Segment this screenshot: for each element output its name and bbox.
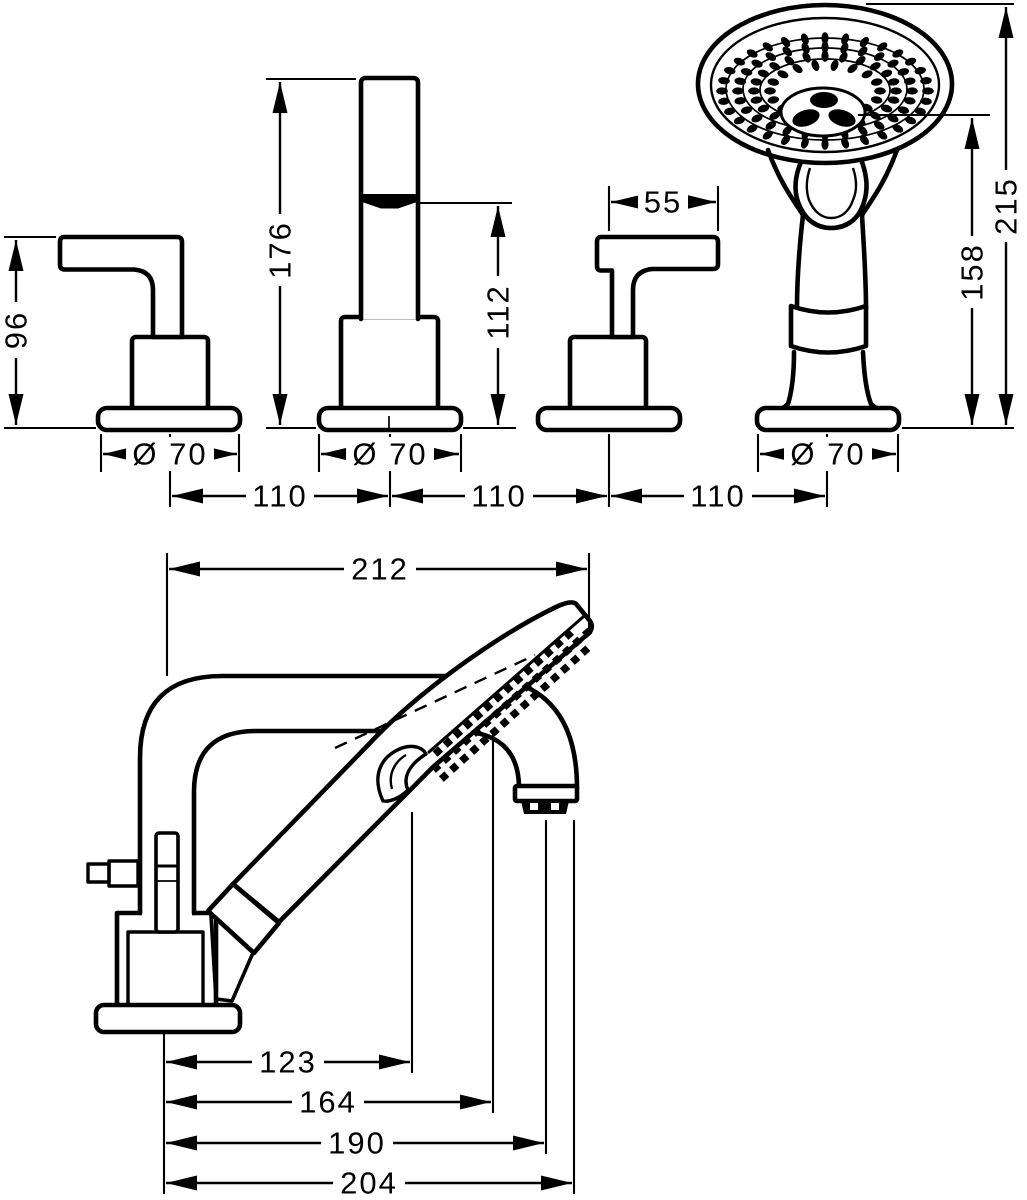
dim-label-dia70-2: Ø 70 [346, 437, 434, 472]
dim-label-190: 190 [321, 1126, 393, 1161]
front-left-handle [57, 234, 243, 433]
shower-neck-right [859, 147, 900, 218]
shower-jet-right [828, 109, 856, 127]
shower-jet-top [810, 92, 838, 108]
left-handle-escutcheon [95, 405, 243, 433]
svg-text:110: 110 [252, 479, 307, 514]
left-handle-lever [57, 234, 185, 340]
side-dimensions: 212 123 164 190 204 [162, 552, 591, 1200]
spout-outlet-band [362, 194, 417, 209]
svg-text:215: 215 [989, 177, 1024, 235]
right-handle-body [567, 334, 649, 412]
shower-neck-window-outer [793, 159, 869, 231]
dim-label-123: 123 [252, 1045, 324, 1080]
side-shower-faceplate [427, 615, 585, 754]
shower-lower-left [768, 349, 797, 415]
dim-label-dia70-1: Ø 70 [126, 437, 214, 472]
outlet-collar [512, 783, 580, 804]
shower-grip-right [859, 212, 869, 311]
svg-text:164: 164 [299, 1085, 357, 1120]
side-shower-nozzles [430, 627, 593, 782]
side-shower-hook [376, 744, 428, 803]
svg-text:110: 110 [690, 479, 745, 514]
dim-label-110-2: 110 [465, 479, 533, 514]
shower-head-outer [695, 2, 955, 166]
shower-jet-left [792, 109, 820, 127]
svg-text:Ø 70: Ø 70 [352, 437, 427, 472]
right-handle-escutcheon [535, 405, 683, 433]
spout-escutcheon [316, 405, 464, 433]
svg-text:110: 110 [471, 479, 526, 514]
side-diverter-knob [86, 862, 111, 884]
front-spout [316, 75, 464, 433]
spout-body [338, 314, 441, 412]
dim-label-212: 212 [344, 552, 416, 587]
dim-label-204: 204 [333, 1166, 405, 1200]
side-shower-centerline [334, 653, 536, 750]
shower-escutcheon [754, 405, 902, 433]
dim-label-176: 176 [263, 214, 298, 286]
dim-label-55: 55 [638, 185, 688, 220]
cradle-cone [209, 914, 254, 1003]
svg-text:Ø 70: Ø 70 [132, 437, 207, 472]
side-view: 212 123 164 190 204 [86, 552, 595, 1200]
side-diverter-hub [107, 859, 140, 888]
side-cradle [205, 881, 282, 1003]
svg-text:55: 55 [644, 185, 682, 220]
side-base-unit [86, 859, 219, 1009]
dim-label-dia70-3: Ø 70 [784, 437, 872, 472]
dim-label-96: 96 [0, 302, 34, 358]
svg-text:176: 176 [263, 221, 298, 279]
side-shower-hook-inner [389, 753, 407, 790]
svg-text:112: 112 [481, 284, 516, 339]
side-hand-shower [230, 600, 595, 925]
side-cartridge-rod [154, 831, 180, 934]
svg-text:96: 96 [0, 311, 34, 349]
svg-text:190: 190 [328, 1126, 386, 1161]
side-spout-outlet [512, 783, 580, 814]
dim-label-110-3: 110 [684, 479, 752, 514]
front-right-handle [535, 234, 721, 433]
shower-head-rim [709, 16, 941, 154]
svg-text:212: 212 [351, 552, 409, 587]
dim-label-215: 215 [989, 170, 1024, 242]
dim-label-164: 164 [292, 1085, 364, 1120]
side-escutcheon [93, 1002, 243, 1035]
dim-label-158: 158 [955, 236, 990, 308]
svg-text:204: 204 [340, 1166, 398, 1200]
outlet-aerator [521, 801, 569, 814]
cradle-socket [205, 881, 282, 956]
dim-label-110-1: 110 [246, 479, 314, 514]
shower-neck-window-inner [805, 167, 858, 220]
spout-arch-inner [191, 728, 522, 916]
svg-text:158: 158 [955, 243, 990, 301]
front-hand-shower [695, 2, 955, 433]
svg-text:Ø 70: Ø 70 [790, 437, 865, 472]
front-dimensions: 96 176 112 55 158 [0, 2, 1024, 514]
svg-text:123: 123 [259, 1045, 317, 1080]
left-handle-body [129, 334, 211, 412]
dim-label-112: 112 [481, 276, 516, 348]
shower-grip-ring [788, 303, 869, 355]
shower-lower-right [860, 349, 891, 415]
front-view: 96 176 112 55 158 [0, 2, 1024, 514]
shower-grip-left [794, 212, 806, 311]
right-handle-lever [594, 234, 721, 340]
